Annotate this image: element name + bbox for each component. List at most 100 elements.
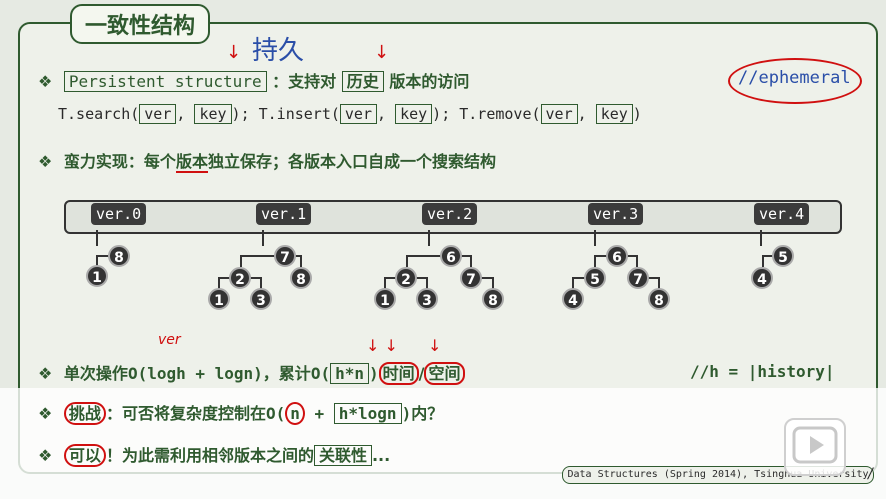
tree-edge — [470, 255, 472, 267]
history-definition: //h = |history| — [690, 362, 835, 381]
tree-edge — [96, 255, 110, 257]
version-label-3: ver.3 — [588, 203, 644, 225]
tree-edge — [572, 277, 574, 289]
line3-text-b: 独立保存；各版本入口自成一个搜索结构 — [207, 152, 496, 171]
close-paren: ) — [231, 105, 241, 123]
handwritten-chijiu: 持久 — [252, 36, 305, 66]
bullet-icon: ❖ — [38, 152, 53, 171]
time-word: 时间 — [378, 362, 419, 385]
ver-param: ver — [540, 104, 578, 124]
line5-text-b: 内？ — [411, 404, 444, 423]
sep: , — [377, 105, 396, 123]
ver-param: ver — [139, 104, 177, 124]
tree-node: 7 — [460, 267, 482, 289]
tree-node: 8 — [482, 288, 504, 310]
tree-node: 3 — [416, 288, 438, 310]
red-arrow-mark: ↓ — [226, 42, 242, 63]
close-paren: ) — [632, 105, 642, 123]
tree-node: 5 — [772, 245, 794, 267]
tree-edge — [426, 277, 428, 289]
h-logn-term: h*logn — [333, 403, 402, 424]
tree-node: 1 — [86, 265, 108, 287]
tree-node: 4 — [562, 288, 584, 310]
tree-edge — [384, 277, 386, 289]
line4-text-a: 单次操作 — [63, 364, 128, 383]
challenge-word: 挑战 — [63, 402, 106, 425]
bullet-line-persistent: ❖ Persistent structure ：支持对 历史 版本的访问 — [38, 68, 469, 92]
key-param: key — [395, 104, 433, 124]
red-arrow-mark: ↓ ↓ — [366, 336, 398, 355]
o-close: ) — [401, 404, 412, 423]
tree-edge — [96, 230, 98, 246]
tree-node: 2 — [395, 267, 417, 289]
insert-call: ; T.insert( — [240, 105, 340, 123]
version-label-1: ver.1 — [256, 203, 312, 225]
tree-edge — [762, 255, 774, 257]
o-open: O( — [265, 404, 286, 423]
tree-edge — [262, 230, 264, 246]
play-button[interactable] — [784, 418, 846, 476]
history-word: 历史 — [341, 71, 384, 92]
tree-edge — [406, 255, 472, 257]
line3-text-a: 蛮力实现：每个 — [63, 152, 176, 171]
tree-edge — [762, 255, 764, 267]
cost2-open: O( — [310, 364, 331, 383]
red-circle — [728, 58, 862, 104]
ellipsis: ... — [371, 446, 391, 465]
line6-text-a: ！为此需利用相邻版本之间的 — [105, 446, 314, 465]
line4-text-b: ，累计 — [262, 364, 311, 383]
tree-node: 4 — [751, 267, 773, 289]
tree-node: 1 — [374, 288, 396, 310]
yes-word: 可以 — [63, 444, 106, 467]
red-arrow-mark: ↓ — [374, 42, 390, 63]
tree-edge — [760, 230, 762, 246]
bullet-icon: ❖ — [38, 446, 53, 465]
play-icon — [792, 426, 838, 464]
tree-edge — [240, 255, 302, 257]
ver-param: ver — [339, 104, 377, 124]
bullet-icon: ❖ — [38, 404, 53, 423]
slide-title-text: 一致性结构 — [84, 14, 195, 39]
line1-text-a: ：支持对 — [272, 72, 337, 91]
version-word: 版本 — [175, 152, 208, 173]
tree-node: 6 — [606, 245, 628, 267]
sep: , — [577, 105, 596, 123]
tree-node: 8 — [108, 245, 130, 267]
handwritten-ver: ver — [158, 332, 181, 348]
space-word: 空间 — [424, 362, 465, 385]
tree-edge — [300, 255, 302, 267]
tree-edge — [406, 255, 408, 267]
tree-edge — [218, 277, 220, 289]
bullet-line-bruteforce: ❖ 蛮力实现：每个版本独立保存；各版本入口自成一个搜索结构 — [38, 148, 496, 173]
tree-edge — [470, 277, 494, 279]
slash: / — [418, 364, 425, 383]
persistent-term: Persistent structure — [63, 71, 267, 92]
tree-edge — [240, 255, 242, 267]
tree-node: 3 — [250, 288, 272, 310]
tree-edge — [594, 255, 596, 267]
version-label-2: ver.2 — [422, 203, 478, 225]
tree-node: 7 — [627, 267, 649, 289]
tree-edge — [96, 255, 98, 267]
tree-node: 8 — [648, 288, 670, 310]
tree-edge — [428, 230, 430, 246]
remove-call: ; T.remove( — [441, 105, 541, 123]
single-op-cost: O(logh + logn) — [127, 364, 263, 383]
corner-mark: / — [868, 466, 873, 482]
api-line: T.search(ver, key); T.insert(ver, key); … — [58, 104, 642, 124]
cost2-close: ) — [368, 364, 379, 383]
relation-word: 关联性 — [313, 445, 372, 466]
tree-node: 1 — [208, 288, 230, 310]
line1-text-b: 版本的访问 — [389, 72, 470, 91]
version-label-4: ver.4 — [754, 203, 810, 225]
bullet-icon: ❖ — [38, 72, 53, 91]
tree-edge — [636, 255, 638, 267]
bullet-line-cost: ❖ 单次操作O(logh + logn)，累计O(h*n)时间/空间 — [38, 360, 465, 385]
n-term: n — [285, 402, 305, 425]
tree-edge — [492, 277, 494, 289]
tree-node: 2 — [229, 267, 251, 289]
line5-text-a: ：可否将复杂度控制在 — [105, 404, 266, 423]
bullet-line-challenge: ❖ 挑战：可否将复杂度控制在O(n + h*logn)内？ — [38, 400, 444, 425]
tree-edge — [658, 277, 660, 289]
close-paren: ) — [432, 105, 442, 123]
